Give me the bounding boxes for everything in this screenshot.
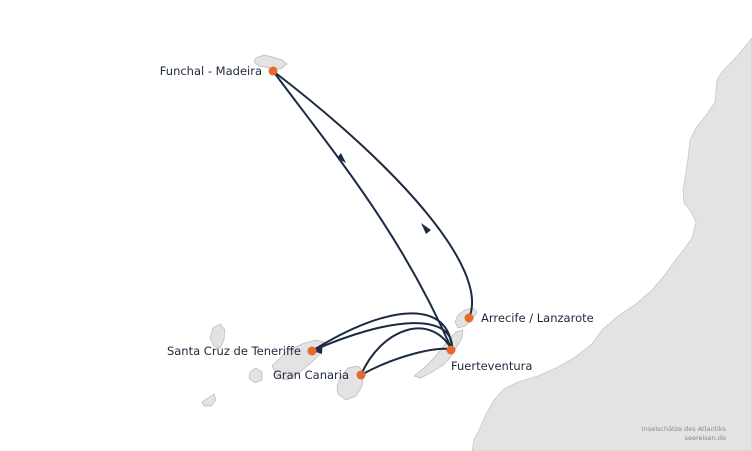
el-hierro-island (201, 393, 217, 407)
africa-mainland (471, 37, 752, 451)
credit-title: Inselschätze des Atlantiks (642, 425, 727, 433)
la-palma-island (209, 323, 226, 349)
port-label-santa-cruz: Santa Cruz de Teneriffe (167, 344, 301, 358)
port-label-arrecife: Arrecife / Lanzarote (481, 311, 594, 325)
port-label-funchal: Funchal - Madeira (160, 64, 262, 78)
port-marker-arrecife[interactable] (464, 313, 474, 323)
port-marker-funchal[interactable] (268, 66, 278, 76)
port-marker-gran-canaria[interactable] (356, 370, 366, 380)
port-label-fuerteventura: Fuerteventura (451, 359, 532, 373)
arrow-icon (421, 223, 431, 234)
route-santa-cruz-fuerteventura (311, 322, 454, 352)
madeira-island (253, 54, 288, 70)
arrow-icon (337, 153, 346, 163)
la-gomera-island (248, 367, 263, 384)
route-fuerteventura-gran-canaria (360, 327, 453, 376)
port-label-gran-canaria: Gran Canaria (273, 368, 349, 382)
credit-site: seereisen.de (685, 434, 726, 442)
route-arrecife-funchal (272, 70, 474, 319)
route-funchal-fuerteventura (272, 70, 453, 351)
port-marker-santa-cruz[interactable] (307, 346, 317, 356)
port-marker-fuerteventura[interactable] (446, 345, 456, 355)
